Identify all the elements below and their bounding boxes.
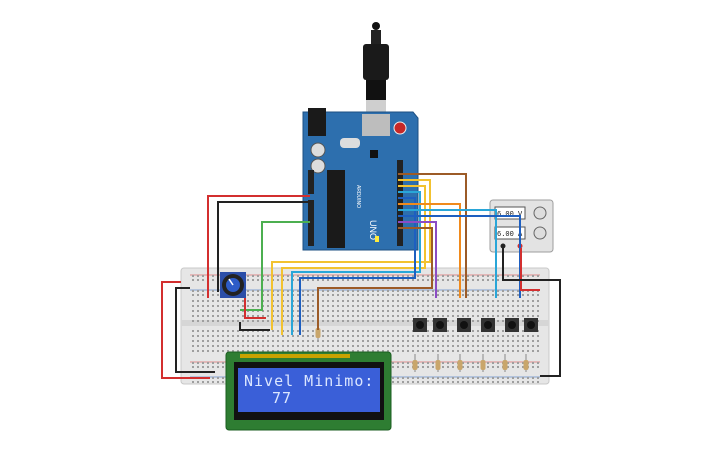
- pushbutton-icon[interactable]: [413, 318, 427, 332]
- resistor-icon: [457, 354, 463, 372]
- wires: [161, 173, 561, 379]
- lcd-line-2: 77: [272, 389, 293, 407]
- lcd-screen: [238, 368, 380, 412]
- capacitor: [310, 158, 326, 174]
- power-supply[interactable]: 6.00 V 6.00 A: [489, 199, 554, 253]
- arduino-board[interactable]: UNO ARDUINO: [302, 108, 419, 251]
- voltage-knob[interactable]: [533, 206, 547, 220]
- lcd-line-1: Nivel Minimo:: [244, 372, 375, 390]
- pushbutton-icon[interactable]: [524, 318, 538, 332]
- brand-label: ARDUINO: [355, 185, 361, 208]
- current-value: 6.00 A: [497, 231, 523, 239]
- pushbutton-group[interactable]: [413, 318, 538, 332]
- capacitor: [310, 142, 326, 158]
- pushbutton-icon[interactable]: [457, 318, 471, 332]
- resistor-icon: [480, 354, 486, 372]
- pushbutton-icon[interactable]: [481, 318, 495, 332]
- resistor-icon: [502, 354, 508, 372]
- atmega-chip: [327, 170, 345, 248]
- lcd-display: [225, 351, 392, 431]
- usb-port: [362, 114, 390, 136]
- power-header: [308, 170, 314, 194]
- pushbutton-icon[interactable]: [505, 318, 519, 332]
- analog-header: [308, 200, 314, 246]
- resistor-icon: [523, 354, 529, 372]
- resistor-icon: [412, 354, 418, 372]
- pushbutton-icon[interactable]: [433, 318, 447, 332]
- current-knob[interactable]: [533, 226, 547, 240]
- resistor-icon: [435, 354, 441, 372]
- resistor-group: [315, 322, 529, 372]
- potentiometer-icon[interactable]: [220, 272, 246, 298]
- reset-button[interactable]: [393, 121, 407, 135]
- usb-cable-icon[interactable]: [363, 22, 389, 118]
- board-label: UNO: [368, 220, 378, 240]
- power-jack: [308, 108, 326, 136]
